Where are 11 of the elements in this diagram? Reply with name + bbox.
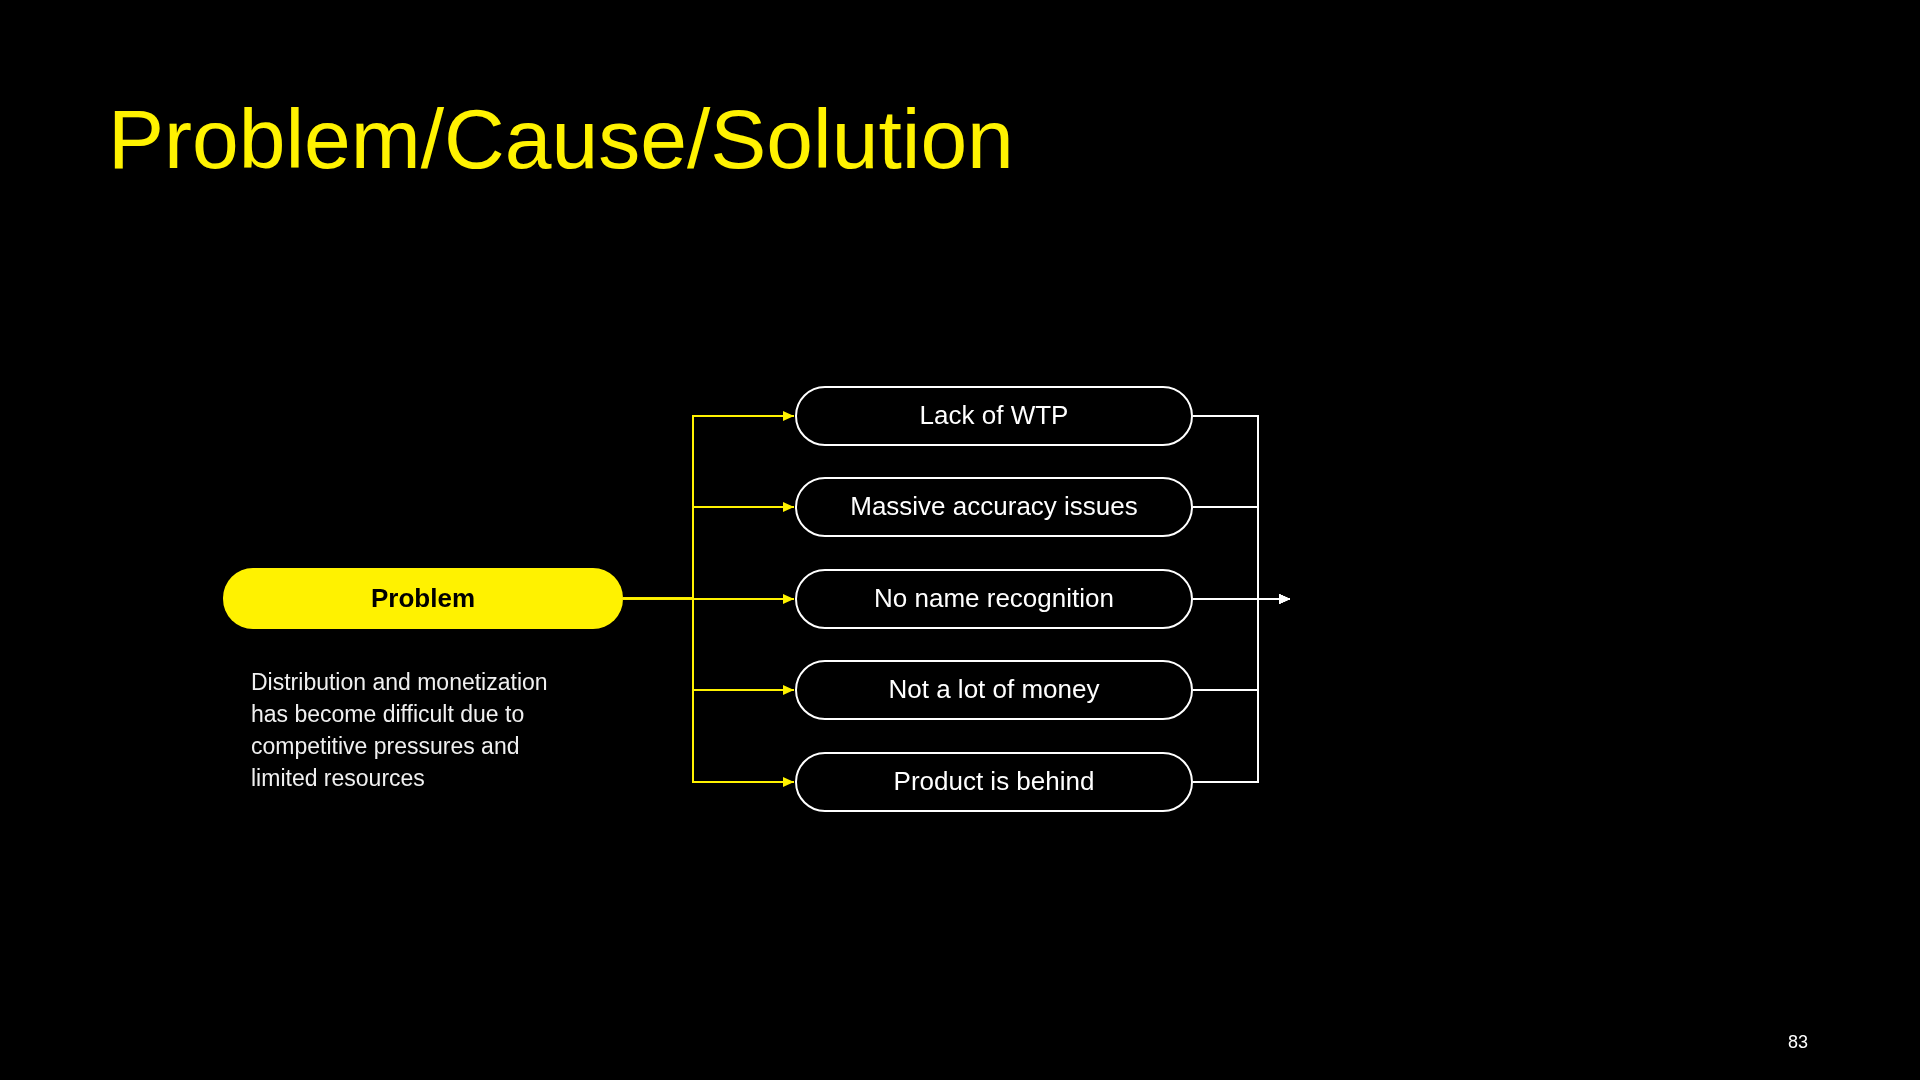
cause-pill: Lack of WTP <box>795 386 1193 446</box>
slide-title: Problem/Cause/Solution <box>108 97 1014 181</box>
cause-pill: Massive accuracy issues <box>795 477 1193 537</box>
cause-pill: No name recognition <box>795 569 1193 629</box>
description-text: Distribution and monetization has become difficult due to competitive pressures and limited resources <box>251 668 549 793</box>
cause-pill: Product is behind <box>795 752 1193 812</box>
cause-pill: Not a lot of money <box>795 660 1193 720</box>
connector-arrow <box>622 597 795 787</box>
page-number: 83 <box>1788 1033 1809 1051</box>
connector-arrow <box>1192 594 1291 783</box>
problem-pill: Problem <box>223 568 623 629</box>
